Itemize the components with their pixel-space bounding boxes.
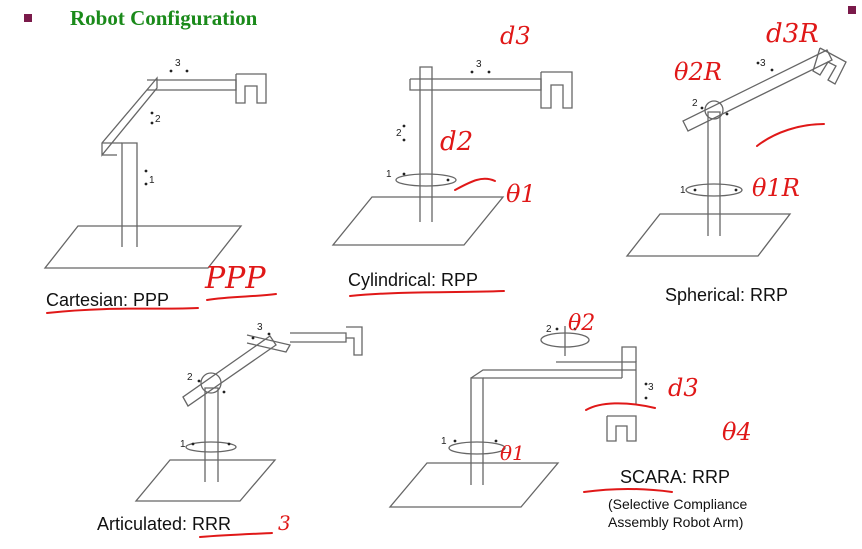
caption-scara-sub-2: Assembly Robot Arm) — [608, 514, 744, 530]
cylindrical-theta1-annotation: θ1 — [506, 180, 536, 208]
spherical-d3-annotation: d3R — [766, 19, 819, 49]
spherical-joint-marks — [693, 61, 774, 192]
scara-joint-1-label: 1 — [441, 436, 447, 447]
caption-scara-sub-1: (Selective Compliance — [608, 496, 748, 512]
cylindrical-joint-3-label: 3 — [476, 59, 482, 70]
handwritten-annotations — [46, 123, 825, 538]
caption-spherical: Spherical: RRP — [665, 285, 789, 305]
cylindrical-joint-1-label: 1 — [386, 169, 392, 180]
scara-joint-marks — [453, 327, 648, 443]
spherical-robot — [625, 47, 847, 257]
cartesian-joint-1-label: 1 — [149, 175, 155, 186]
cylindrical-d3-annotation: d3 — [500, 22, 531, 50]
cartesian-robot — [43, 73, 267, 269]
slide-bullet-left — [24, 14, 32, 22]
spherical-joint-2-label: 2 — [692, 98, 698, 109]
scara-joint-2-label: 2 — [546, 324, 552, 335]
articulated-joint-1-label: 1 — [180, 439, 186, 450]
cartesian-ppp-annotation: PPP — [204, 261, 266, 296]
cartesian-joint-marks — [144, 69, 189, 186]
cylindrical-joint-2-label: 2 — [396, 128, 402, 139]
scara-robot — [388, 326, 637, 508]
cylindrical-robot — [331, 66, 573, 246]
cartesian-joint-2-label: 2 — [155, 114, 161, 125]
scara-d3-annotation: d3 — [668, 374, 699, 402]
cylindrical-d2-annotation: d2 — [440, 127, 473, 157]
cartesian-joint-3-label: 3 — [175, 58, 181, 69]
slide-bullet-right — [848, 6, 856, 14]
caption-articulated: Articulated: RRR — [97, 514, 232, 534]
articulated-joint-3-label: 3 — [257, 322, 263, 333]
spherical-joint-1-label: 1 — [680, 185, 686, 196]
scara-theta4-annotation: θ4 — [722, 418, 752, 446]
spherical-theta2-annotation: θ2R — [674, 58, 722, 86]
spherical-joint-3-label: 3 — [760, 58, 766, 69]
articulated-joint-2-label: 2 — [187, 372, 193, 383]
caption-cartesian: Cartesian: PPP — [46, 290, 170, 310]
scara-theta2-annotation: θ2 — [568, 311, 595, 336]
scara-theta1-annotation: θ1 — [500, 441, 525, 465]
articulated-joint-marks — [191, 332, 271, 446]
caption-cylindrical: Cylindrical: RPP — [348, 270, 479, 290]
scara-joint-3-label: 3 — [648, 382, 654, 393]
cylindrical-joint-marks — [402, 70, 491, 182]
articulated-robot — [134, 326, 363, 502]
spherical-theta1-annotation: θ1R — [752, 174, 800, 202]
articulated-annotation: 3 — [278, 511, 291, 535]
slide-title: Robot Configuration — [70, 6, 258, 30]
caption-scara: SCARA: RRP — [620, 467, 731, 487]
